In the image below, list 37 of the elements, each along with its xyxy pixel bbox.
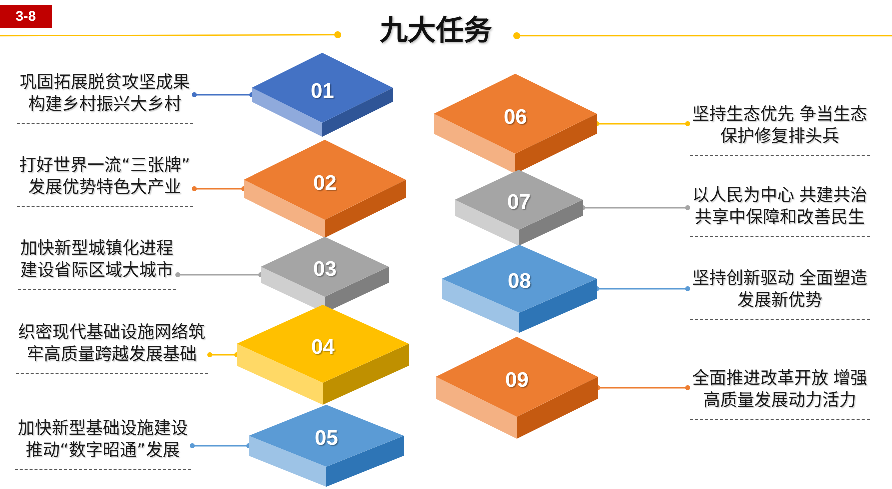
connector-line [192, 186, 246, 192]
task-text: 巩固拓展脱贫攻坚成果构建乡村振兴大乡村 [17, 72, 193, 124]
task-text: 坚持生态优先 争当生态保护修复排头兵 [690, 104, 870, 156]
step-number: 02 [314, 172, 337, 196]
task-text: 以人民为中心 共建共治共享中保障和改善民生 [690, 185, 870, 237]
title: 九大任务 [380, 14, 492, 48]
task-text: 坚持创新驱动 全面塑造发展新优势 [690, 268, 870, 320]
diamond-block [252, 53, 393, 137]
step-number: 01 [311, 80, 334, 104]
connector-line [190, 444, 252, 448]
page-badge: 3-8 [0, 5, 52, 28]
task-text: 全面推进改革开放 增强高质量发展动力活力 [690, 368, 870, 420]
diamond-block [249, 405, 404, 487]
task-text: 织密现代基础设施网络筑牢高质量跨越发展基础 [16, 322, 208, 374]
step-number: 06 [504, 106, 528, 130]
diamond-block [455, 170, 583, 246]
connector-line [594, 122, 690, 126]
diamond-block [237, 305, 409, 405]
step-number: 09 [506, 369, 529, 393]
connector-line [176, 272, 264, 278]
diamond-block [436, 337, 598, 439]
diamond-block [434, 74, 597, 174]
step-number: 05 [315, 427, 338, 452]
step-number: 07 [508, 191, 531, 215]
diamond-block [442, 245, 597, 333]
step-number: 08 [508, 270, 532, 294]
task-text: 打好世界一流“三张牌”发展优势特色大产业 [17, 155, 193, 207]
connector-line [580, 206, 690, 210]
task-text: 加快新型基础设施建设推动“数字昭通”发展 [15, 418, 191, 470]
step-number: 03 [314, 258, 337, 282]
diamond-block [244, 140, 406, 238]
connector-line [596, 386, 690, 390]
step-number: 04 [312, 336, 335, 360]
connector-line [208, 352, 240, 358]
connector-line [594, 286, 690, 292]
task-text: 加快新型城镇化进程建设省际区域大城市 [18, 238, 176, 290]
connector-line [192, 92, 254, 98]
